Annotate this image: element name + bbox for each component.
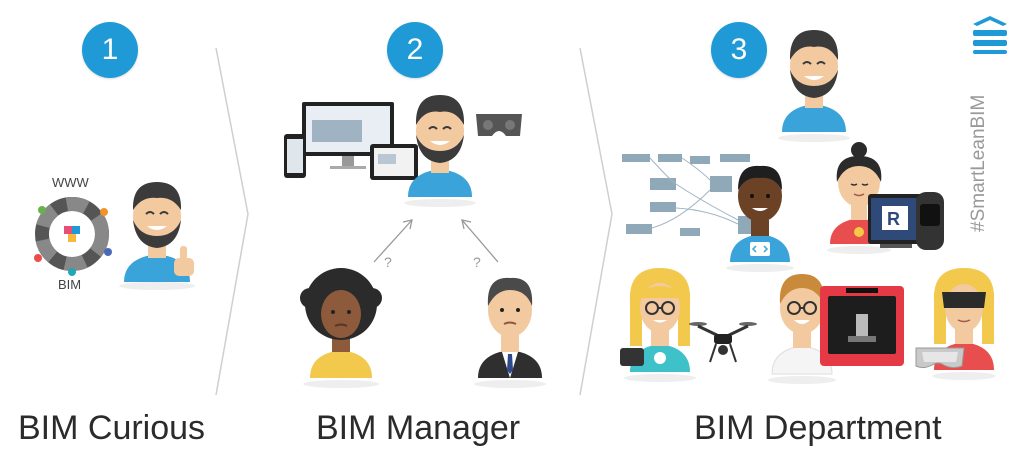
www-label: WWW [52,175,89,190]
stage-title-2: BIM Manager [316,409,521,447]
developer-avatar [726,165,794,272]
question-mark-right: ? [473,254,481,270]
revit-scanner-icon: R [868,192,944,250]
step-number-1: 1 [101,33,119,66]
step-number-2: 2 [406,33,424,66]
step-badge-2: 2 [387,22,443,78]
stage-title-3: BIM Department [694,409,942,447]
3d-printer-icon [820,286,904,366]
step-badge-1: 1 [82,22,138,78]
node-graph-icon [622,154,764,236]
bim-lifecycle-wheel-icon [34,197,112,276]
ar-goggles-icon [915,347,965,369]
question-mark-left: ? [384,254,392,270]
drone-icon [689,322,757,363]
drone-pilot-avatar [620,268,696,382]
vr-headset-icon [476,114,522,136]
brand-logo-icon [973,16,1007,54]
curly-hair-woman-avatar [300,268,382,388]
bim-curious-avatar [119,182,195,290]
step-number-3: 3 [730,33,748,66]
stage-title-1: BIM Curious [18,409,206,447]
step-badge-3: 3 [711,22,767,78]
businessman-avatar [474,277,546,388]
bim-manager-avatar [404,95,476,207]
bim-label: BIM [58,277,82,292]
bim-department-lead-avatar [778,30,850,142]
fabrication-engineer-avatar [768,274,836,384]
svg-text:R: R [887,209,900,229]
devices-icon [284,102,418,180]
